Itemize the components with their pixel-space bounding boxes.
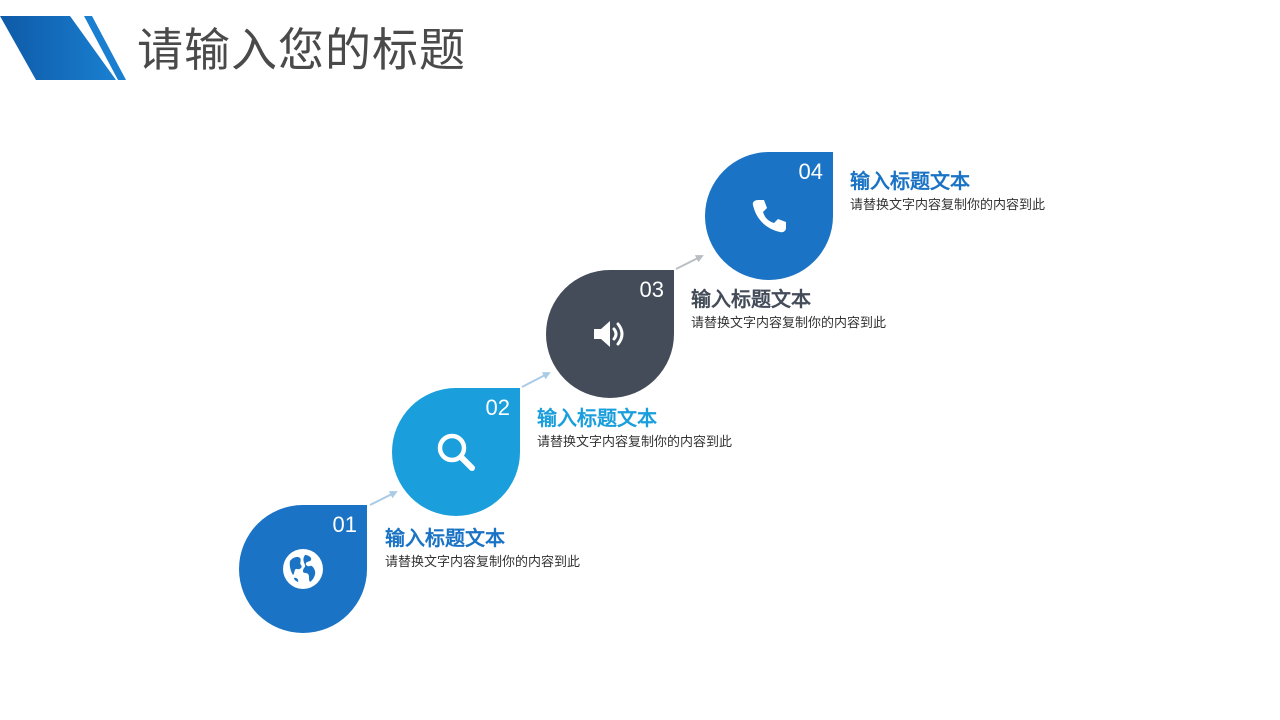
step-1-title: 输入标题文本 <box>385 526 505 550</box>
page-title: 请输入您的标题 <box>137 23 466 77</box>
step-4-number: 04 <box>798 159 823 184</box>
step-2-title: 输入标题文本 <box>537 406 657 430</box>
speaker-icon <box>594 321 624 347</box>
step-1-desc: 请替换文字内容复制你的内容到此 <box>385 555 581 570</box>
step-2-text: 输入标题文本 请替换文字内容复制你的内容到此 <box>537 405 732 451</box>
step-2-badge: 02 <box>392 388 520 516</box>
step-4-badge: 04 <box>705 152 833 280</box>
phone-icon <box>752 200 786 233</box>
step-2-desc: 请替换文字内容复制你的内容到此 <box>537 435 733 450</box>
connector-3-4 <box>675 255 704 270</box>
step-1-text: 输入标题文本 请替换文字内容复制你的内容到此 <box>385 525 580 571</box>
step-3-text: 输入标题文本 请替换文字内容复制你的内容到此 <box>691 286 886 332</box>
connector-1-2 <box>369 491 398 506</box>
header-stripe-decoration <box>0 16 126 80</box>
step-3-desc: 请替换文字内容复制你的内容到此 <box>691 316 887 331</box>
step-3-number: 03 <box>639 277 664 302</box>
step-3-badge: 03 <box>546 270 674 398</box>
step-4-desc: 请替换文字内容复制你的内容到此 <box>850 198 1046 213</box>
globe-icon <box>283 549 323 589</box>
step-3-title: 输入标题文本 <box>691 287 811 311</box>
step-4-title: 输入标题文本 <box>850 169 970 193</box>
step-2-number: 02 <box>485 395 510 420</box>
step-4-text: 输入标题文本 请替换文字内容复制你的内容到此 <box>850 168 1045 214</box>
search-icon <box>437 433 475 471</box>
step-1-number: 01 <box>332 512 357 537</box>
connector-2-3 <box>521 372 551 388</box>
step-1-badge: 01 <box>239 505 367 633</box>
